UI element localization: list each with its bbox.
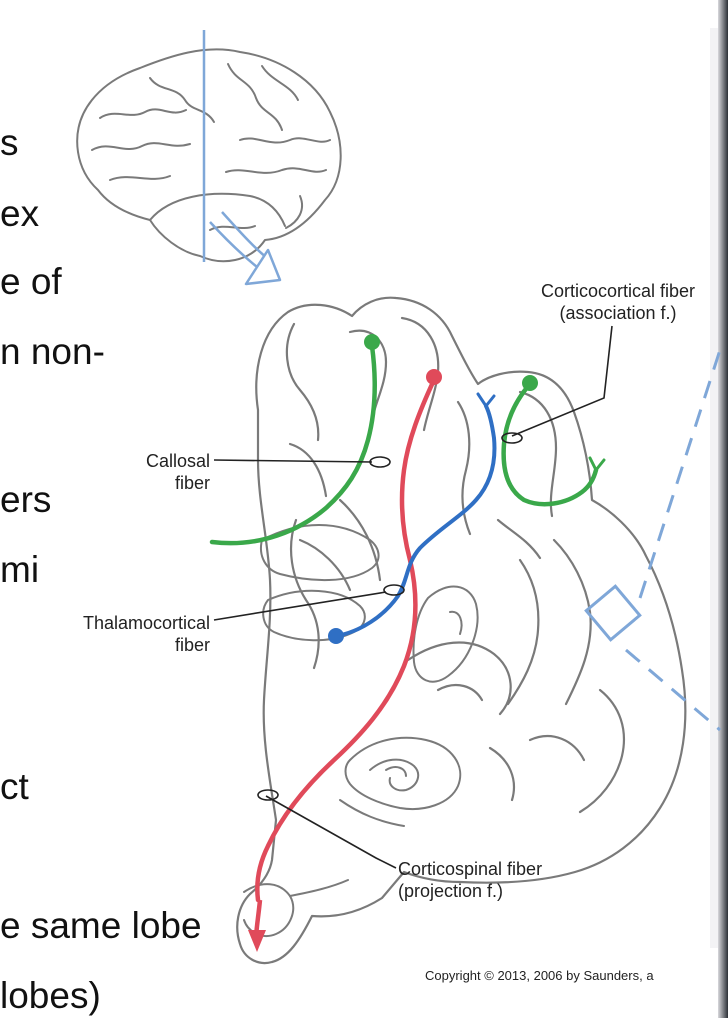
section-arrow-head <box>244 248 282 286</box>
thalamocortical-label-line-2: fiber <box>174 635 210 655</box>
corticocortical-label-line-1: Corticocortical fiber <box>540 281 696 301</box>
slide-text-line-5: ers <box>0 479 52 520</box>
callosal-fiber <box>209 334 380 546</box>
slide-text-line-9: lobes) <box>0 975 101 1016</box>
corticocortical-fiber <box>501 375 606 507</box>
corticospinal-arrow-head <box>248 930 266 952</box>
leader-lines <box>213 325 613 869</box>
slide-text-line-3: e of <box>0 261 62 302</box>
copyright-notice: Copyright © 2013, 2006 by Saunders, a <box>425 968 654 983</box>
inset-marker <box>584 349 722 732</box>
slide-text-line-7: ct <box>0 766 29 807</box>
slide-text-line-6: mi <box>0 549 40 590</box>
corticospinal-fiber-cell-body <box>426 369 442 385</box>
corticospinal-label: Corticospinal fiber (projection f.) <box>398 858 618 902</box>
thalamocortical-fiber <box>328 392 497 644</box>
corticocortical-fiber-cell-body <box>522 375 538 391</box>
corticocortical-label-line-2: (association f.) <box>559 303 677 323</box>
callosal-label-line-1: Callosal <box>145 451 210 471</box>
slide-edge-shadow <box>718 0 728 1018</box>
coronal-section-outline <box>236 296 687 965</box>
corticospinal-label-line-1: Corticospinal fiber <box>398 859 543 879</box>
corticocortical-label: Corticocortical fiber (association f.) <box>510 280 726 324</box>
thalamocortical-fiber-cell-body <box>328 628 344 644</box>
callosal-label: Callosal fiber <box>100 450 210 494</box>
callosal-fiber-cell-body <box>364 334 380 350</box>
corticospinal-label-line-2: (projection f.) <box>398 881 504 901</box>
slide-text-line-4: n non- <box>0 331 105 372</box>
slide-text-line-2: ex <box>0 193 40 234</box>
corticospinal-fiber <box>248 369 442 952</box>
thalamocortical-label: Thalamocortical fiber <box>40 612 210 656</box>
lateral-brain-sketch <box>76 48 342 263</box>
thalamocortical-label-line-1: Thalamocortical <box>82 613 210 633</box>
slide-text-line-1: s <box>0 122 19 163</box>
slide-text-line-8: e same lobe <box>0 905 202 946</box>
callosal-label-line-2: fiber <box>174 473 210 493</box>
